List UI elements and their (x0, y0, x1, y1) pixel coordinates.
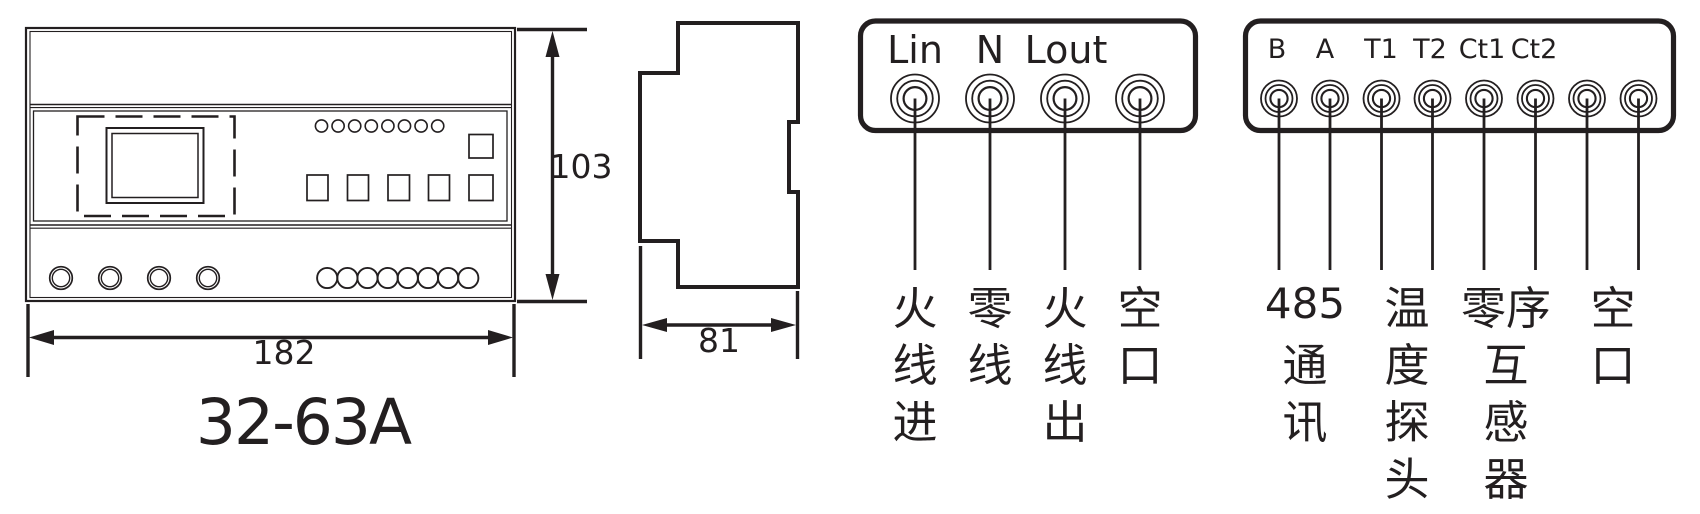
desc-live-in-char: 火 (892, 282, 937, 335)
side-view: 81 (638, 21, 800, 360)
terminal-label-lout: Lout (1025, 28, 1108, 72)
desc-spare-row: 口 (1590, 339, 1635, 392)
desc-zero-seq-ct-row: 互 (1483, 339, 1528, 392)
desc-rs485-row: 通 (1282, 339, 1327, 392)
desc-live-in-char: 线 (892, 339, 937, 392)
arrowhead-left-icon (29, 330, 54, 345)
power-terminal-holes (890, 73, 1165, 124)
desc-neutral-char: 零 (967, 282, 1012, 335)
lcd-dashed-bezel (76, 115, 236, 218)
desc-temp-probe-row: 温 (1384, 282, 1429, 335)
signal-terminal-descriptions: 485 通 讯 温 度 探 头 零序 互 感 器 空 口 (1265, 279, 1636, 506)
signal-terminal-block: B A T1 T2 Ct1 Ct2 485 (1242, 18, 1677, 506)
arrowhead-down-icon (545, 274, 560, 300)
signal-terminal-holes (1260, 79, 1658, 118)
signal-block-outline (1242, 18, 1677, 134)
desc-live-out-char: 线 (1042, 339, 1087, 392)
lcd-screen-outer (105, 127, 205, 204)
desc-zero-seq-ct-row: 感 (1483, 396, 1528, 449)
terminal-label-ct1: Ct1 (1459, 34, 1506, 65)
depth-dimension-value: 81 (698, 321, 740, 360)
terminal-label-t1: T1 (1363, 34, 1398, 65)
front-panel-inset (32, 110, 508, 222)
desc-zero-seq-ct-row: 零序 (1461, 282, 1551, 335)
terminal-label-t2: T2 (1412, 34, 1447, 65)
front-view (24, 26, 517, 303)
desc-live-out-char: 火 (1042, 282, 1087, 335)
device-outline-inner (29, 30, 513, 299)
desc-live-out-char: 出 (1042, 396, 1087, 449)
desc-neutral-char: 线 (967, 339, 1012, 392)
arrowhead-right-icon (488, 330, 513, 345)
power-block-outline (857, 18, 1199, 134)
terminal-label-lin: Lin (887, 28, 943, 72)
power-leader-lines (913, 98, 1142, 270)
terminal-label-ct2: Ct2 (1511, 34, 1558, 65)
desc-rs485-row: 485 (1265, 279, 1345, 328)
desc-spare-char: 口 (1117, 339, 1162, 392)
section-dividers (30, 103, 511, 229)
bottom-right-terminal-holes (316, 266, 480, 290)
led-indicator-row (314, 119, 445, 133)
terminal-label-b: B (1268, 34, 1287, 65)
arrowhead-left-icon (642, 318, 667, 332)
desc-rs485-row: 讯 (1282, 396, 1327, 449)
desc-temp-probe-row: 探 (1384, 396, 1429, 449)
side-profile-outline (638, 21, 800, 289)
power-terminal-block: Lin N Lout 火 线 进 零 线 火 线 出 (857, 18, 1199, 449)
desc-live-in-char: 进 (892, 396, 937, 449)
arrowhead-right-icon (771, 318, 796, 332)
bottom-left-screw-terminals (48, 265, 221, 291)
desc-spare-row: 空 (1590, 282, 1635, 335)
dimension-width: 182 (26, 304, 516, 377)
desc-spare-char: 空 (1117, 282, 1162, 335)
height-dimension-value: 103 (550, 147, 613, 186)
dimension-height: 103 (517, 27, 613, 304)
dimension-depth: 81 (638, 246, 800, 360)
terminal-label-a: A (1316, 34, 1335, 65)
desc-temp-probe-row: 头 (1384, 453, 1429, 506)
signal-leader-lines (1277, 98, 1640, 270)
desc-zero-seq-ct-row: 器 (1483, 453, 1528, 506)
model-rating-label: 32-63A (196, 386, 412, 459)
lcd-screen-inner (111, 132, 199, 199)
device-outline-outer (24, 26, 517, 303)
terminal-label-n: N (976, 28, 1004, 72)
button-keys (306, 133, 494, 202)
desc-temp-probe-row: 度 (1384, 339, 1429, 392)
arrowhead-up-icon (545, 31, 560, 57)
width-dimension-value: 182 (253, 333, 316, 372)
power-terminal-descriptions: 火 线 进 零 线 火 线 出 空 口 (892, 282, 1162, 449)
